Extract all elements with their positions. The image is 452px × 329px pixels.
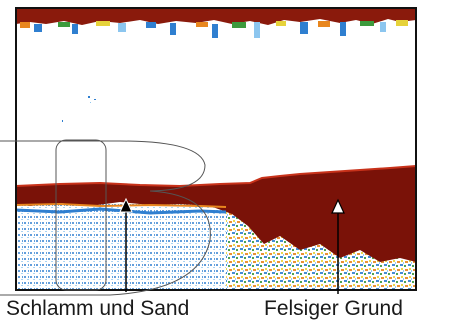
arrow-rocky-bottom: [331, 198, 345, 294]
subbottom-scatter-left: [16, 200, 226, 290]
bottom-echo-edge: [16, 165, 416, 188]
arrow-mud-sand: [119, 197, 133, 292]
midwater-specks: [62, 96, 96, 122]
surface-band: [16, 8, 416, 25]
mud-sand-highlight: [0, 139, 211, 296]
surface-clutter: [20, 20, 408, 38]
label-rocky-bottom: Felsiger Grund: [264, 297, 403, 320]
label-mud-sand: Schlamm und Sand: [6, 297, 190, 320]
bottom-echo: [16, 166, 416, 262]
echogram-frame: [15, 7, 417, 291]
echogram-content: [16, 8, 416, 290]
